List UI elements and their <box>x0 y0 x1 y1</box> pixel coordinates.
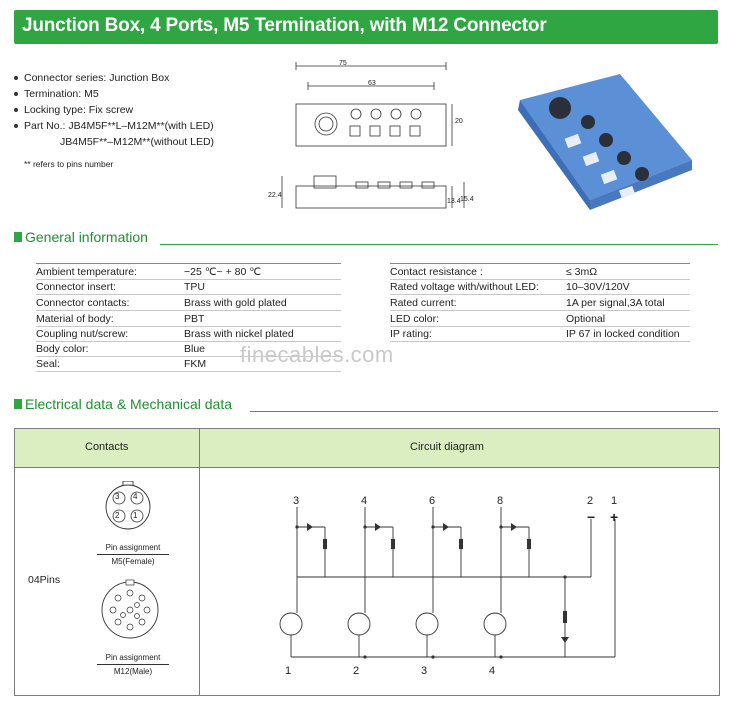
circuit-label: 3 <box>421 665 428 677</box>
table-row: IP rating:IP 67 in locked condition <box>390 326 690 342</box>
column-divider <box>199 429 200 695</box>
divider <box>250 411 718 412</box>
spec-list: Connector series: Junction Box Terminati… <box>14 70 214 172</box>
dim-label: 13.4 <box>447 198 461 205</box>
table-row: Material of body:PBT <box>36 311 341 327</box>
bullet-icon <box>14 92 18 96</box>
spec-item: Connector series: Junction Box <box>14 70 214 86</box>
table-row: Contact resistance :≤ 3mΩ <box>390 263 690 280</box>
circuit-label: 4 <box>361 495 368 507</box>
pin-number: 4 <box>133 492 138 501</box>
table-row: Seal:FKM <box>36 356 341 372</box>
spec-item: Termination: M5 <box>14 86 214 102</box>
junction-box-image <box>518 74 692 210</box>
circuit-label: 6 <box>429 495 436 507</box>
pin-caption: Pin assignment <box>105 543 161 552</box>
dim-label: 15.4 <box>460 196 474 203</box>
pin-number: 1 <box>133 511 138 520</box>
bullet-icon <box>14 76 18 80</box>
table-row: Body color:Blue <box>36 341 341 357</box>
title-banner: Junction Box, 4 Ports, M5 Termination, w… <box>14 10 718 44</box>
pin-caption: Pin assignment <box>105 653 161 662</box>
pin-number: 2 <box>115 511 120 520</box>
mechanical-drawing <box>281 62 465 209</box>
spec-item: Part No.: JB4M5F**L–M12M**(with LED) <box>14 118 214 134</box>
pin-caption: M12(Male) <box>113 667 153 676</box>
table-row: LED color:Optional <box>390 311 690 327</box>
dim-label: 75 <box>339 60 347 67</box>
table-header <box>15 429 719 468</box>
caption-divider <box>97 554 169 555</box>
col-contacts: Contacts <box>85 441 129 453</box>
circuit-label: 1 <box>611 495 618 507</box>
divider <box>160 244 718 245</box>
circuit-label: 1 <box>285 665 292 677</box>
spec-item: Locking type: Fix screw <box>14 102 214 118</box>
col-circuit: Circuit diagram <box>410 441 484 453</box>
electrical-heading: Electrical data & Mechanical data <box>14 396 232 412</box>
circuit-label: 2 <box>587 495 594 507</box>
table-row: Connector contacts:Brass with gold plate… <box>36 295 341 311</box>
general-info-heading: General information <box>14 229 148 245</box>
m5-pin-face <box>105 481 151 530</box>
watermark: finecables.com <box>240 342 394 367</box>
caption-divider <box>97 664 169 665</box>
pin-caption: M5(Female) <box>111 557 155 566</box>
circuit-diagram <box>279 507 616 659</box>
circuit-label: 4 <box>489 665 496 677</box>
circuit-label: 8 <box>497 495 504 507</box>
section-marker-icon <box>14 399 22 409</box>
section-marker-icon <box>14 232 22 242</box>
table-row: Rated current:1A per signal,3A total <box>390 295 690 311</box>
dim-label: 63 <box>368 80 376 87</box>
page-title: Junction Box, 4 Ports, M5 Termination, w… <box>22 15 547 36</box>
part-no-alt: JB4M5F**–M12M**(without LED) <box>60 136 215 148</box>
circuit-label: 2 <box>353 665 360 677</box>
dim-label: 22.4 <box>268 192 282 199</box>
minus-sign: − <box>587 509 596 525</box>
spec-note: ** refers to pins number <box>24 159 114 169</box>
pin-number: 3 <box>115 492 120 501</box>
table-row: Coupling nut/screw:Brass with nickel pla… <box>36 326 341 342</box>
row-label: 04Pins <box>28 574 61 586</box>
plus-sign: + <box>610 509 619 525</box>
m12-pin-face <box>101 579 159 639</box>
dim-label: 20 <box>455 118 463 125</box>
bullet-icon <box>14 108 18 112</box>
circuit-label: 3 <box>293 495 300 507</box>
table-row: Rated voltage with/without LED:10–30V/12… <box>390 279 690 295</box>
bullet-icon <box>14 124 18 128</box>
table-row: Connector insert:TPU <box>36 279 341 295</box>
table-row: Ambient temperature:−25 ℃~ + 80 ℃ <box>36 263 341 280</box>
electrical-table: Contacts Circuit diagram 04Pins 3 4 2 1 … <box>14 428 720 696</box>
